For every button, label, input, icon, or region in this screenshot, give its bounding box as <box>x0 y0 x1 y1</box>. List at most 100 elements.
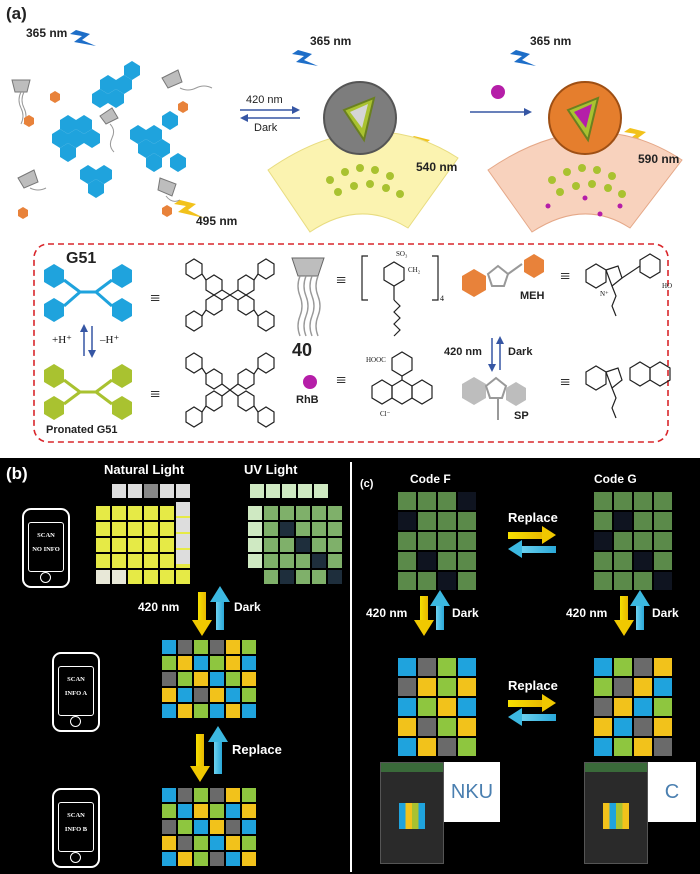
meh-schematic <box>462 254 544 297</box>
grid-cell <box>178 672 192 686</box>
grid-cell <box>160 506 174 520</box>
grid-cell <box>594 552 612 570</box>
structures-box <box>33 243 669 443</box>
panel-divider <box>350 462 352 872</box>
host-40-icon <box>291 257 325 277</box>
host-40-structure <box>361 255 439 337</box>
grid-cell <box>194 836 208 850</box>
grid-cell <box>296 538 310 552</box>
emission-label-left: 495 nm <box>196 214 238 228</box>
grid-cell <box>162 672 176 686</box>
grid-cell <box>178 804 192 818</box>
grid-cell <box>594 512 612 530</box>
grid-cell <box>210 852 224 866</box>
b-replace-label: Replace <box>232 742 282 757</box>
grid-cell <box>614 658 632 676</box>
grid-cell <box>438 492 456 510</box>
grid-cell <box>194 788 208 802</box>
grid-cell <box>160 554 174 568</box>
grid-cell <box>242 788 256 802</box>
grid-cell <box>96 538 110 552</box>
grid-cell <box>194 820 208 834</box>
meh-structure <box>585 253 661 317</box>
c-replace-top-label: Replace <box>508 510 558 525</box>
grid-cell <box>178 704 192 718</box>
grid-cell <box>398 698 416 716</box>
grid-cell <box>634 532 652 550</box>
grid-cell <box>418 678 436 696</box>
g51-structure <box>185 258 275 332</box>
rhb-icon <box>303 375 317 389</box>
grid-cell <box>162 688 176 702</box>
grid-cell <box>398 738 416 756</box>
grid-cell <box>282 484 296 498</box>
phone-screenshot-left <box>380 762 444 864</box>
grid-cell <box>264 538 278 552</box>
grid-cell <box>634 738 652 756</box>
grid-cell <box>458 512 476 530</box>
grid-cell <box>654 718 672 736</box>
grid-cell <box>176 550 190 564</box>
grid-cell <box>210 804 224 818</box>
g51-schematic <box>44 264 132 322</box>
grid-cell <box>458 698 476 716</box>
grid-cell <box>398 552 416 570</box>
grid-cell <box>176 484 190 498</box>
grid-cell <box>280 506 294 520</box>
emission-bolt-right <box>624 128 654 146</box>
eq-sign-4: ≡ <box>336 370 347 390</box>
grid-cell <box>438 552 456 570</box>
n-plus-label: N⁺ <box>600 290 609 298</box>
uv-bolt-left <box>70 30 96 46</box>
grid-cell <box>458 532 476 550</box>
grid-cell <box>654 572 672 590</box>
grid-cell <box>458 658 476 676</box>
grid-cell <box>314 484 328 498</box>
eq-sign-3: ≡ <box>336 270 347 290</box>
grid-cell <box>328 522 342 536</box>
grid-cell <box>210 704 224 718</box>
grid-cell <box>654 678 672 696</box>
grid-cell <box>418 512 436 530</box>
grid-cell <box>242 704 256 718</box>
grid-cell <box>242 820 256 834</box>
grid-cell <box>162 704 176 718</box>
fan-yellow <box>267 131 459 233</box>
grid-cell <box>144 538 158 552</box>
grid-cell <box>210 640 224 654</box>
grid-cell <box>654 532 672 550</box>
grid-cell <box>438 678 456 696</box>
grid-cell <box>418 552 436 570</box>
grid-cell <box>594 572 612 590</box>
grid-cell <box>226 656 240 670</box>
grid-cell <box>112 570 126 584</box>
grid-cell <box>614 738 632 756</box>
grid-cell <box>264 570 278 584</box>
grid-cell <box>634 552 652 570</box>
grid-cell <box>458 718 476 736</box>
grid-cell <box>176 534 190 548</box>
grid-cell <box>438 512 456 530</box>
grid-cell <box>248 506 262 520</box>
grid-cell <box>242 640 256 654</box>
grid-cell <box>96 570 110 584</box>
grid-cell <box>226 836 240 850</box>
grid-cell <box>438 658 456 676</box>
grid-cell <box>144 506 158 520</box>
c-light-right-label: 420 nm <box>566 606 608 620</box>
equilibrium-light-label: 420 nm <box>246 94 283 106</box>
pronated-g51-label: Pronated G51 <box>46 424 118 436</box>
grid-cell <box>178 836 192 850</box>
ch2-label: CH₂ <box>408 266 421 274</box>
grid-cell <box>160 570 174 584</box>
grid-cell <box>296 570 310 584</box>
panel-b-label: (b) <box>6 464 28 483</box>
grid-cell <box>328 554 342 568</box>
uv-label-mid: 365 nm <box>310 34 352 48</box>
grid-cell <box>248 538 262 552</box>
grid-cell <box>614 698 632 716</box>
grid-cell <box>128 484 142 498</box>
